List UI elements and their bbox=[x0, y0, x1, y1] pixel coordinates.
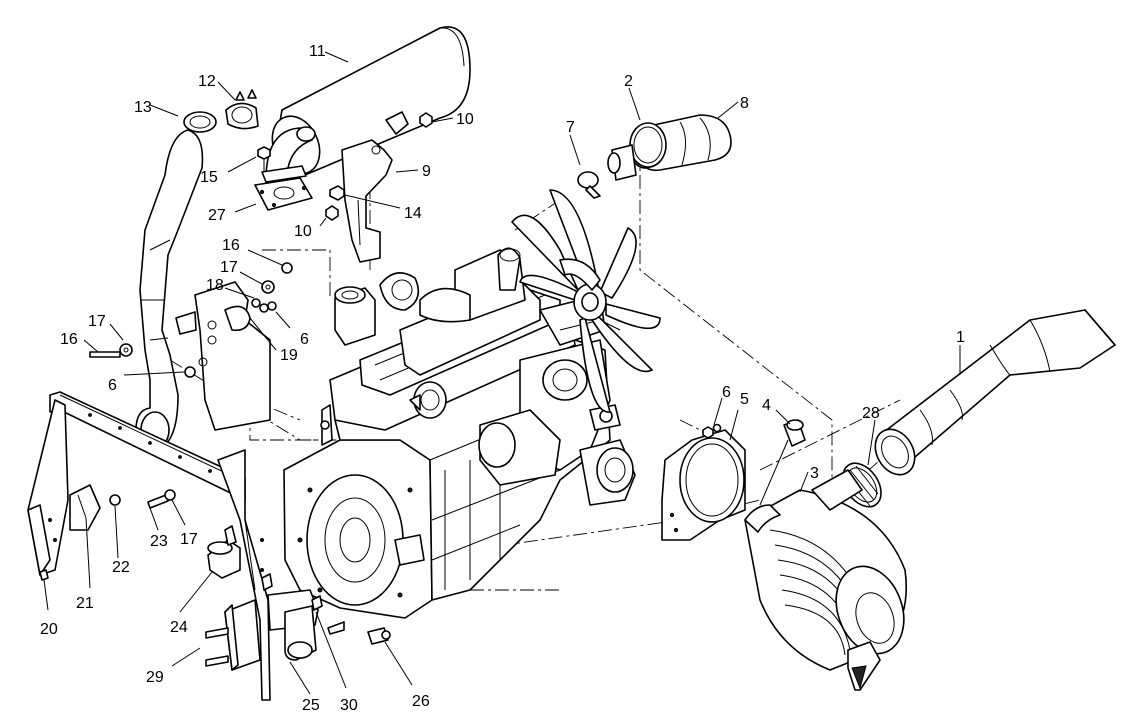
exhaust-support-bracket bbox=[175, 281, 271, 431]
air-intake-hose bbox=[874, 309, 1116, 476]
callout-23: 23 bbox=[150, 533, 168, 550]
callout-10: 10 bbox=[456, 111, 474, 128]
callout-24: 24 bbox=[170, 619, 188, 636]
callout-7: 7 bbox=[566, 119, 575, 136]
callout-14: 14 bbox=[404, 205, 422, 222]
restriction-indicator bbox=[759, 419, 806, 506]
callout-13: 13 bbox=[134, 99, 152, 116]
muffler-bracket bbox=[341, 111, 409, 263]
callout-21: 21 bbox=[76, 595, 94, 612]
callout-16: 16 bbox=[222, 237, 240, 254]
engine bbox=[283, 247, 636, 619]
callout-10: 10 bbox=[294, 223, 312, 240]
callout-6: 6 bbox=[722, 384, 731, 401]
frame-crossmember bbox=[27, 391, 271, 701]
intake-hose bbox=[577, 114, 732, 199]
callout-12: 12 bbox=[198, 73, 216, 90]
callout-20: 20 bbox=[40, 621, 58, 638]
callout-9: 9 bbox=[422, 163, 431, 180]
callout-6: 6 bbox=[108, 377, 117, 394]
callout-19: 19 bbox=[280, 347, 298, 364]
muffler bbox=[254, 26, 471, 211]
callout-2: 2 bbox=[624, 73, 633, 90]
callout-6: 6 bbox=[300, 331, 309, 348]
air-cleaner bbox=[744, 469, 908, 691]
callout-27: 27 bbox=[208, 207, 226, 224]
callout-18: 18 bbox=[206, 277, 224, 294]
callout-29: 29 bbox=[146, 669, 164, 686]
callout-16: 16 bbox=[60, 331, 78, 348]
fuel-filter-assembly bbox=[205, 573, 391, 671]
callout-22: 22 bbox=[112, 559, 130, 576]
callout-17: 17 bbox=[88, 313, 106, 330]
callout-3: 3 bbox=[810, 465, 819, 482]
callout-1: 1 bbox=[956, 329, 965, 346]
callout-5: 5 bbox=[740, 391, 749, 408]
callouts: 1 2 3 4 5 6 6 6 7 8 9 10 10 11 12 13 14 … bbox=[40, 43, 965, 714]
callout-25: 25 bbox=[302, 697, 320, 714]
callout-30: 30 bbox=[340, 697, 358, 714]
air-cleaner-bracket bbox=[661, 423, 746, 541]
callout-17: 17 bbox=[220, 259, 238, 276]
callout-4: 4 bbox=[762, 397, 771, 414]
callout-11: 11 bbox=[309, 43, 326, 60]
callout-8: 8 bbox=[740, 95, 749, 112]
callout-15: 15 bbox=[200, 169, 218, 186]
fan bbox=[511, 189, 661, 413]
exhaust-pipe bbox=[135, 111, 217, 449]
exhaust-clamp bbox=[225, 89, 259, 130]
leader-lines bbox=[43, 51, 961, 695]
callout-17: 17 bbox=[180, 531, 198, 548]
hardware-top bbox=[257, 112, 433, 221]
callout-26: 26 bbox=[412, 693, 430, 710]
hardware-bracket bbox=[89, 262, 293, 378]
sensor-24 bbox=[207, 525, 241, 579]
callout-28: 28 bbox=[862, 405, 880, 422]
